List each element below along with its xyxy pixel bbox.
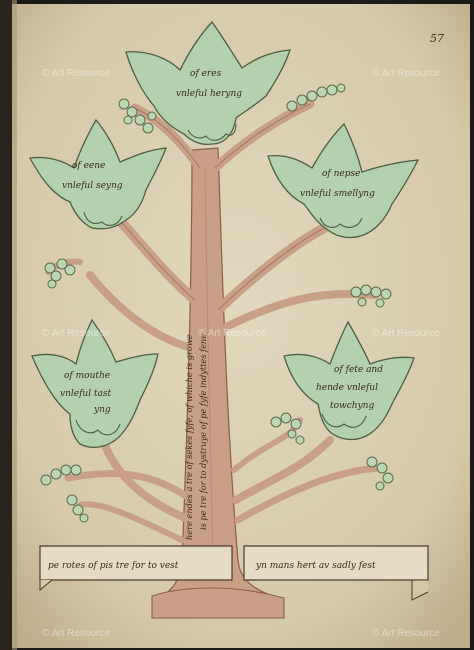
leaf-upper-right-text: of nepse vnleful smellyng [300,169,375,199]
berry-cluster-lower-right [366,456,394,491]
leaf-top-line-2: vnleful heryng [176,89,242,99]
leaf-upper-left-line-1: of eene [72,161,105,171]
berry-cluster-upper-left [118,98,157,134]
folio-number: 57 [430,32,444,45]
tree-roots [151,587,285,619]
leaf-lower-left-line-2: vnleful tast [60,389,112,399]
watermark: © Art Resource [372,68,440,79]
leaf-upper-left-line-2: vnleful seyng [62,181,123,191]
leaf-lower-left [31,318,159,449]
berry-cluster-upper-right [286,83,346,112]
berry-cluster-lower-center [270,412,305,445]
berry-clusters [40,83,394,523]
leaf-upper-right-line-1: of nepse [322,169,360,179]
scroll-banner: pe rotes of pis tre for to vest yn mans … [39,545,429,601]
watermark: © Art Resource [372,328,440,339]
berry-cluster-left-mid [44,258,76,289]
scroll-text-right: yn mans hert av sadly fest [255,561,376,571]
leaf-lower-right-text: of fete and hende vnleful towchyng [316,365,383,411]
leaf-top-text: of eres vnleful heryng [176,69,242,99]
leaf-lower-left-line-3: yng [93,405,111,415]
leaf-upper-left-text: of eene vnleful seyng [62,161,123,191]
leaf-lower-left-text: of mouthe vnleful tast yng [60,371,112,415]
leaf-lower-right-line-2: hende vnleful [316,383,378,393]
leaf-upper-right [267,122,420,239]
trunk-text-left: here endes a tre of sekes fyfe, of which… [184,334,194,540]
watermark: © Art Resource [42,68,110,79]
watermarks: © Art Resource © Art Resource © Art Reso… [42,68,440,639]
leaf-upper-right-line-2: vnleful smellyng [300,189,375,199]
watermark: © Art Resource [372,628,440,639]
scroll-text-left: pe rotes of pis tre for to vest [48,561,179,571]
binding-gutter [0,0,12,650]
watermark: © Art Resource [42,628,110,639]
leaf-lower-left-line-1: of mouthe [64,371,110,381]
berry-cluster-lower-left [40,464,89,523]
berry-cluster-right-mid [350,284,392,308]
watermark: © Art Resource [42,328,110,339]
leaf-upper-left [28,118,167,230]
leaf-lower-right [283,320,415,441]
leaf-lower-right-line-3: towchyng [330,401,374,411]
trunk-text-right: is pe tre for to dystruye of pe fyfe ind… [198,334,208,530]
leaf-top-line-1: of eres [190,69,222,79]
leaf-lower-right-line-1: of fete and [334,365,383,375]
leaf-top [125,20,291,146]
watermark: © Art Resource [198,328,266,339]
